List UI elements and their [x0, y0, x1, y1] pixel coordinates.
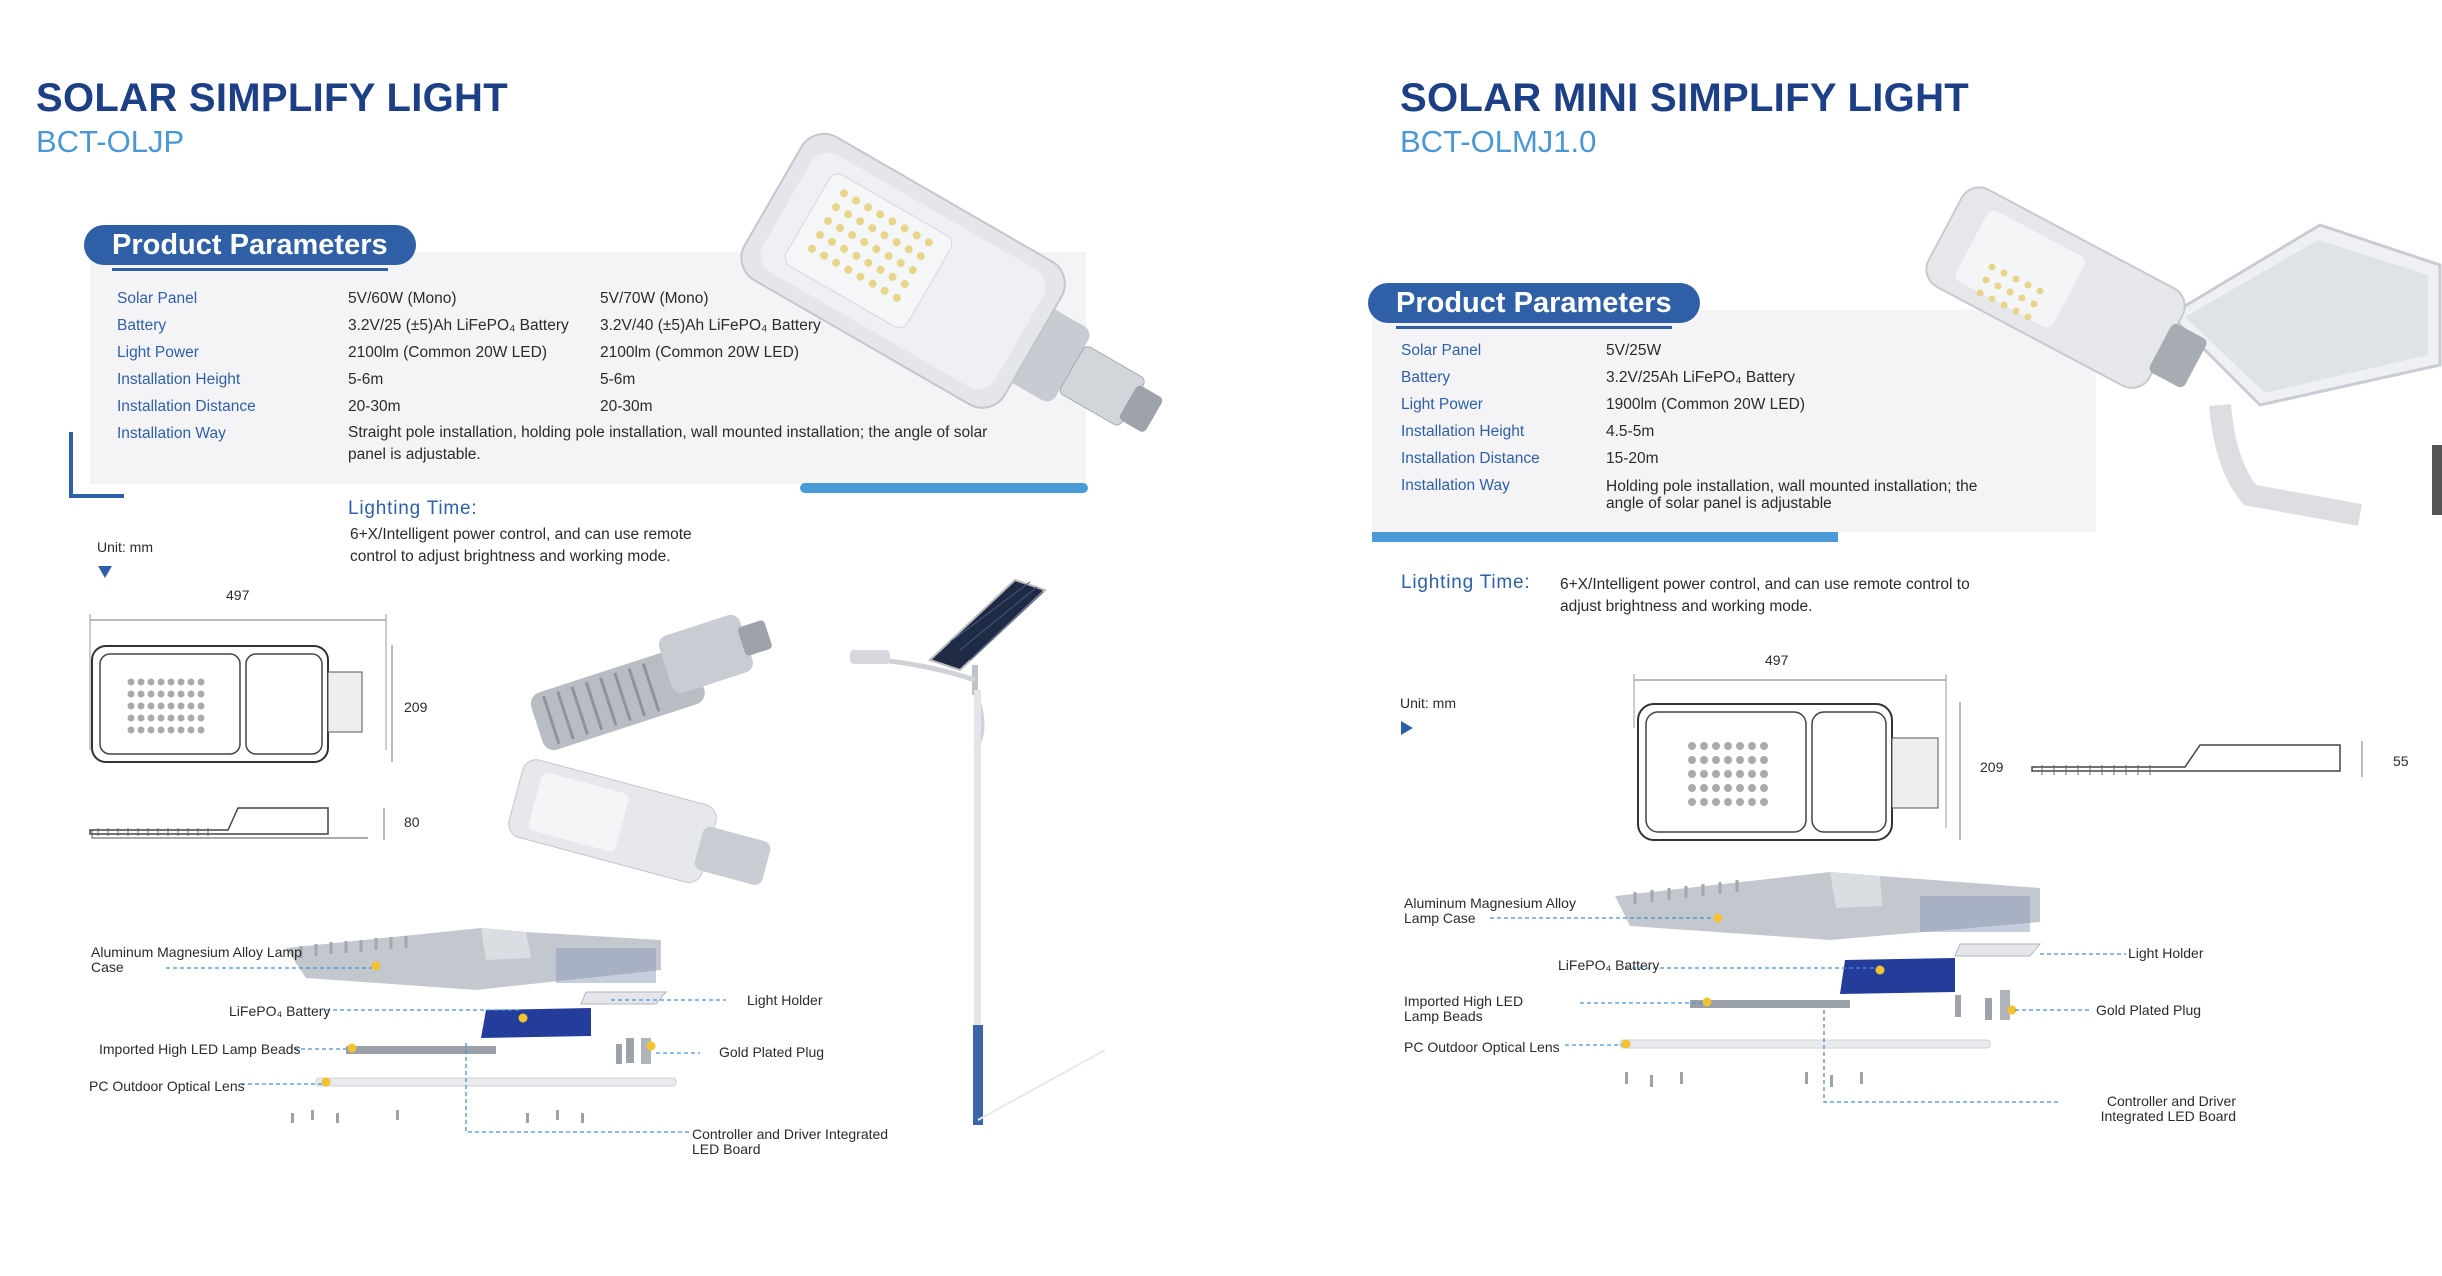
- left-param-label: Installation Height: [117, 371, 241, 388]
- left-comp-lens: PC Outdoor Optical Lens: [89, 1078, 245, 1094]
- right-lighting-time-text: 6+X/Intelligent power control, and can u…: [1560, 576, 1970, 616]
- left-param-value: 5-6m: [348, 371, 384, 388]
- left-side-view-drawing: [89, 807, 385, 840]
- left-exploded-diagram: [166, 928, 726, 1133]
- solar-pole-image: [850, 578, 1106, 1125]
- right-accent-bar: [1372, 532, 1838, 542]
- left-param-value: 2100lm (Common 20W LED): [348, 344, 547, 361]
- right-comp-plug: Gold Plated Plug: [2096, 1002, 2202, 1018]
- corner-bracket: [69, 432, 124, 498]
- left-param-value: 5V/60W (Mono): [348, 290, 457, 307]
- right-title: SOLAR MINI SIMPLIFY LIGHT: [1400, 76, 1969, 120]
- right-lighting-time-heading: Lighting Time:: [1401, 572, 1531, 593]
- left-comp-battery: LiFePO₄ Battery: [229, 1003, 331, 1019]
- lamp-front-image: [508, 759, 771, 885]
- right-comp-controller: Controller and Driver Integrated LED Boa…: [2100, 1093, 2236, 1124]
- left-unit-label: Unit: mm: [97, 539, 153, 555]
- right-comp-light-holder: Light Holder: [2128, 945, 2204, 961]
- left-lighting-time-heading: Lighting Time:: [348, 498, 478, 519]
- left-comp-plug: Gold Plated Plug: [719, 1044, 825, 1060]
- right-param-value: 1900lm (Common 20W LED): [1606, 396, 1805, 413]
- unit-arrow-icon: [98, 566, 112, 578]
- right-param-value: 4.5-5m: [1606, 423, 1655, 440]
- right-params-panel: [1372, 310, 2096, 532]
- right-model: BCT-OLMJ1.0: [1400, 124, 1597, 159]
- left-top-view-drawing: [89, 614, 393, 763]
- left-param-value-alt: 2100lm (Common 20W LED): [600, 344, 799, 361]
- left-dim-depth: 80: [404, 814, 420, 830]
- right-dim-width: 497: [1765, 652, 1789, 668]
- left-comp-led-beads: Imported High LED Lamp Beads: [99, 1041, 301, 1057]
- left-param-label: Installation Way: [117, 425, 226, 442]
- right-unit-label: Unit: mm: [1400, 695, 1456, 711]
- left-param-value-alt: 5-6m: [600, 371, 636, 388]
- left-model: BCT-OLJP: [36, 124, 185, 159]
- right-param-label: Installation Distance: [1401, 450, 1540, 467]
- left-param-value: Straight pole installation, holding pole…: [348, 424, 988, 463]
- left-param-label: Installation Distance: [117, 398, 256, 415]
- right-comp-lamp-case: Aluminum Magnesium Alloy Lamp Case: [1404, 895, 1576, 926]
- mini-lamp-image: [1925, 186, 2442, 526]
- left-param-label: Solar Panel: [117, 290, 198, 307]
- left-params-heading: Product Parameters: [84, 225, 416, 271]
- left-accent-bar: [800, 483, 1088, 493]
- left-lighting-time-text: 6+X/Intelligent power control, and can u…: [350, 526, 692, 566]
- right-param-value: 5V/25W: [1606, 342, 1662, 359]
- right-param-label: Light Power: [1401, 396, 1483, 413]
- left-comp-light-holder: Light Holder: [747, 992, 823, 1008]
- right-params-heading: Product Parameters: [1368, 283, 1700, 329]
- right-top-view-drawing: [1633, 674, 1961, 841]
- left-comp-lamp-case: Aluminum Magnesium Alloy Lamp Case: [91, 944, 302, 975]
- left-param-value: 20-30m: [348, 398, 401, 415]
- left-param-label: Battery: [117, 317, 167, 334]
- left-dim-width: 497: [226, 587, 250, 603]
- right-dim-depth: 55: [2393, 753, 2409, 769]
- right-param-label: Solar Panel: [1401, 342, 1482, 359]
- left-param-value-alt: 5V/70W (Mono): [600, 290, 709, 307]
- right-comp-battery: LiFePO₄ Battery: [1558, 957, 1660, 973]
- right-dim-height: 209: [1980, 759, 2004, 775]
- left-title: SOLAR SIMPLIFY LIGHT: [36, 76, 508, 120]
- unit-arrow-icon: [1401, 721, 1413, 735]
- lamp-head-image: [740, 132, 1163, 432]
- right-param-label: Battery: [1401, 369, 1451, 386]
- right-side-view-drawing: [2031, 741, 2363, 777]
- left-param-value-alt: 3.2V/40 (±5)Ah LiFePO₄ Battery: [600, 317, 821, 334]
- left-param-label: Light Power: [117, 344, 199, 361]
- right-exploded-diagram: [1490, 872, 2126, 1103]
- left-param-value: 3.2V/25 (±5)Ah LiFePO₄ Battery: [348, 317, 569, 334]
- left-dim-height: 209: [404, 699, 428, 715]
- right-param-value: Holding pole installation, wall mounted …: [1606, 478, 1978, 513]
- right-param-label: Installation Way: [1401, 477, 1510, 494]
- lamp-back-image: [530, 614, 772, 751]
- right-param-value: 15-20m: [1606, 450, 1659, 467]
- left-comp-controller: Controller and Driver Integrated LED Boa…: [692, 1126, 889, 1157]
- right-param-value: 3.2V/25Ah LiFePO₄ Battery: [1606, 369, 1795, 386]
- right-comp-led-beads: Imported High LED Lamp Beads: [1404, 993, 1524, 1024]
- right-comp-lens: PC Outdoor Optical Lens: [1404, 1039, 1560, 1055]
- right-param-label: Installation Height: [1401, 423, 1525, 440]
- left-param-value-alt: 20-30m: [600, 398, 653, 415]
